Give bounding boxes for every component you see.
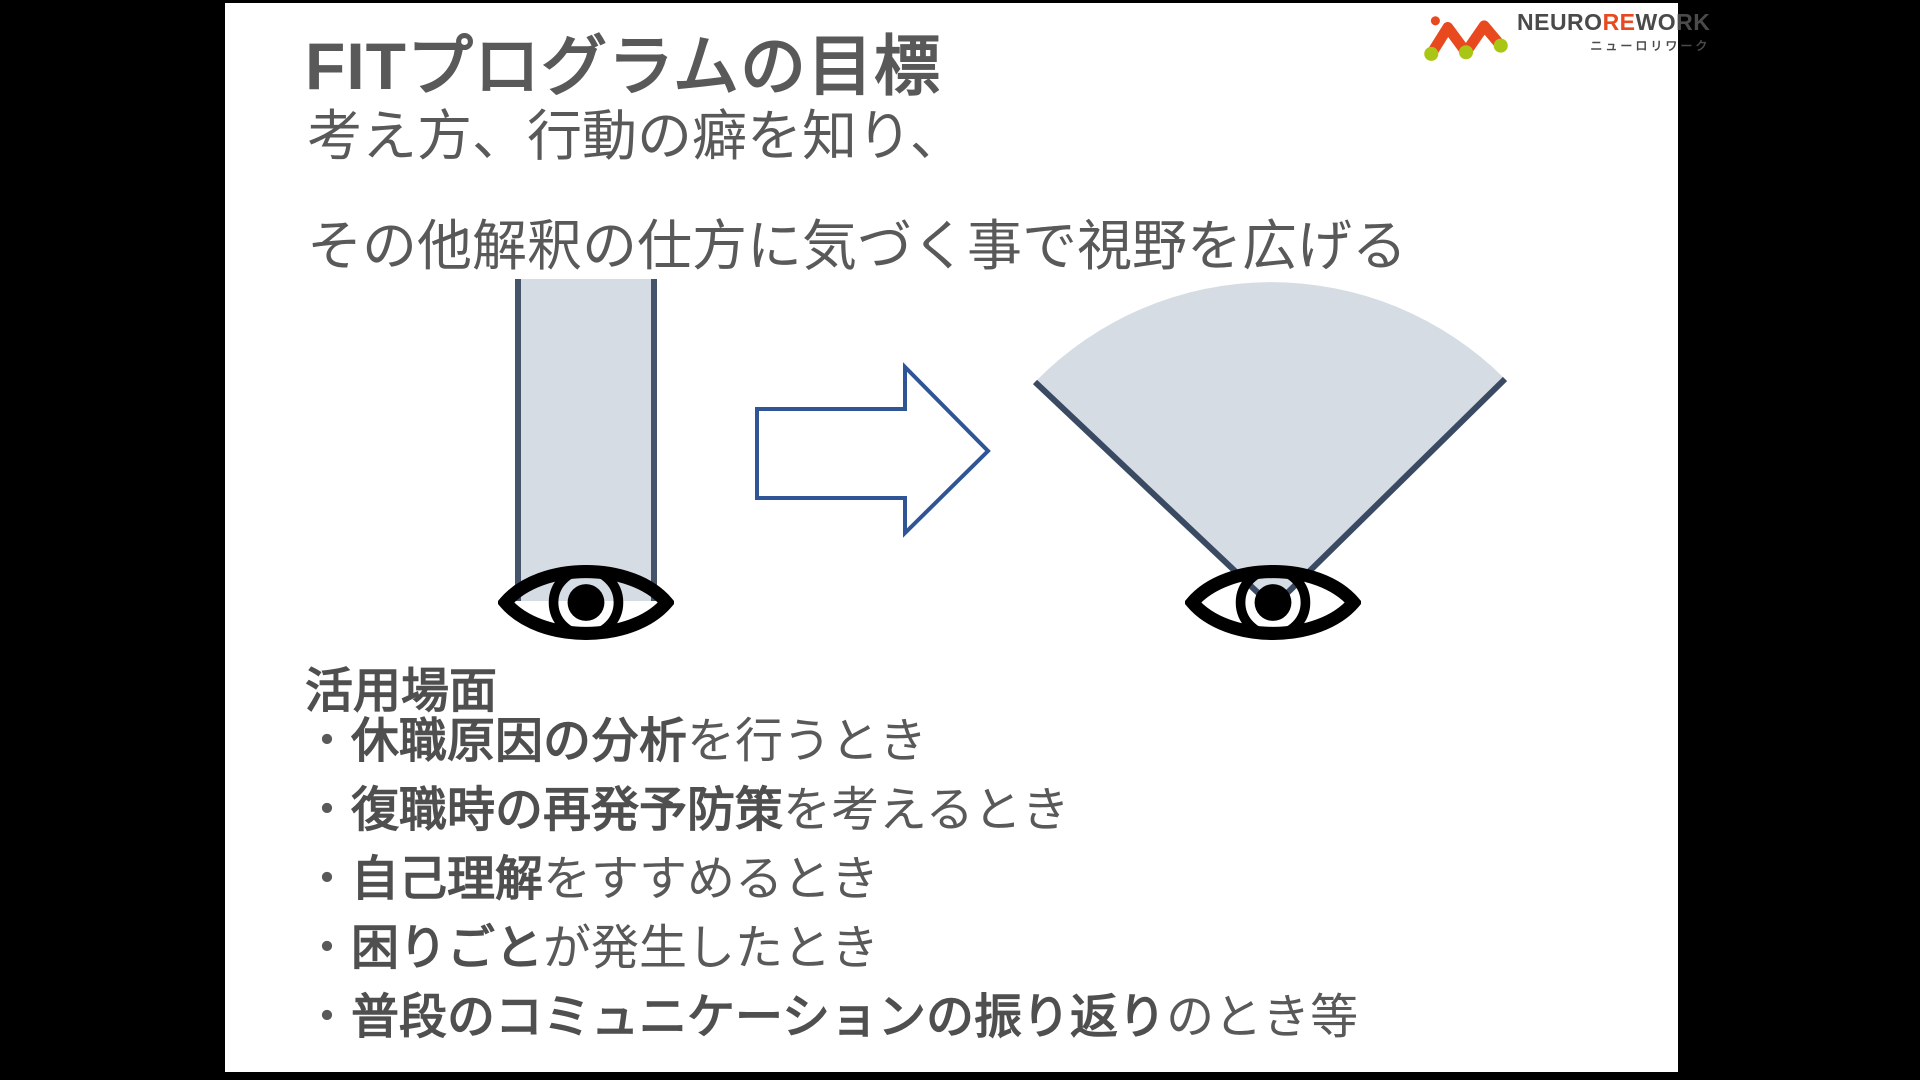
bullet-bold-text: 休職原因の分析 <box>351 715 688 768</box>
bullet-dot: ・ <box>303 784 352 837</box>
bullet-rest-text: が発生したとき <box>543 922 880 975</box>
bullet-bold-text: 困りごと <box>351 922 544 975</box>
usage-heading: 活用場面 <box>305 665 498 718</box>
subtitle-line-2: その他解釈の仕方に気づく事で視野を広げる <box>307 215 1408 277</box>
presentation-slide: FITプログラムの目標 NEUROREWORK ニューロリワーク 考え方、行動の… <box>225 3 1710 1072</box>
eye-icon <box>1185 565 1361 640</box>
bullet-rest-text: のとき等 <box>1166 991 1359 1044</box>
bullet-dot: ・ <box>303 715 352 768</box>
bullet-item: ・普段のコミュニケーションの振り返りのとき等 <box>303 983 1358 1052</box>
logo-subtext: ニューロリワーク <box>1590 39 1711 53</box>
bullet-item: ・休職原因の分析を行うとき <box>303 707 1358 776</box>
subtitle-line-1: 考え方、行動の癖を知り、 <box>307 105 965 167</box>
right-arrow-icon <box>755 362 991 538</box>
wide-view-fan-shape <box>1032 282 1508 610</box>
bullet-item: ・困りごとが発生したとき <box>303 914 1358 983</box>
bullet-rest-text: を考えるとき <box>783 784 1070 837</box>
logo-name: NEUROREWORK <box>1517 9 1710 35</box>
logo-name-work: WORK <box>1635 9 1711 35</box>
bullet-bold-text: 自己理解 <box>351 853 544 906</box>
bullet-dot: ・ <box>303 853 352 906</box>
bullet-item: ・自己理解をすすめるとき <box>303 845 1358 914</box>
bullet-bold-text: 復職時の再発予防策 <box>351 784 784 837</box>
neurorework-logo: NEUROREWORK ニューロリワーク <box>1423 9 1710 65</box>
usage-bullet-list: ・休職原因の分析を行うとき ・復職時の再発予防策を考えるとき ・自己理解をすすめ… <box>303 707 1358 1052</box>
eye-icon <box>498 565 674 640</box>
bullet-dot: ・ <box>303 991 352 1044</box>
narrow-view-column-shape <box>515 279 657 601</box>
slide-title: FITプログラムの目標 <box>305 29 941 103</box>
bullet-rest-text: を行うとき <box>687 715 928 768</box>
logo-name-re: RE <box>1602 9 1636 35</box>
bullet-item: ・復職時の再発予防策を考えるとき <box>303 776 1358 845</box>
logo-text: NEUROREWORK ニューロリワーク <box>1517 9 1710 54</box>
bullet-dot: ・ <box>303 922 352 975</box>
logo-name-neuro: NEURO <box>1517 9 1603 35</box>
neurorework-logo-icon <box>1424 16 1508 61</box>
bullet-bold-text: 普段のコミュニケーションの振り返り <box>351 991 1167 1044</box>
bullet-rest-text: をすすめるとき <box>543 853 880 906</box>
